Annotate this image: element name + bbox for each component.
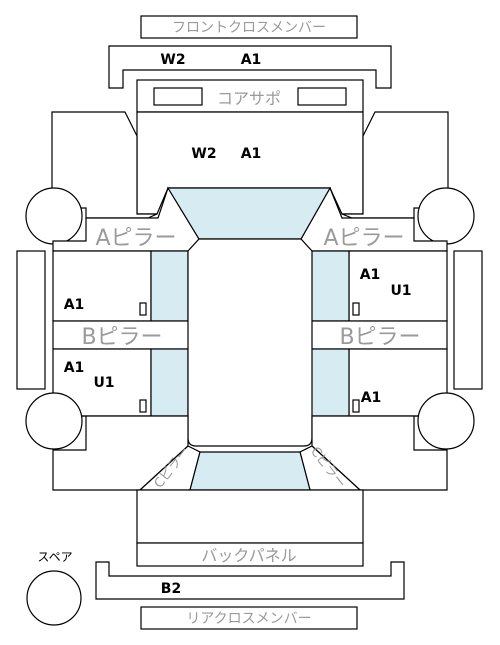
rear-quarter-left[interactable] bbox=[52, 415, 189, 491]
front-cross-member[interactable] bbox=[108, 45, 392, 89]
b-pillar-right-label: Bピラー bbox=[339, 325, 420, 350]
rear-door-left-code-a: A1 bbox=[64, 360, 85, 376]
front-wheel-right[interactable] bbox=[417, 187, 475, 245]
front-door-left[interactable] bbox=[52, 250, 152, 322]
front-cross-member-label-box bbox=[140, 15, 358, 39]
rear-door-left-handle[interactable] bbox=[139, 399, 147, 413]
radiator-support-label: コアサポ bbox=[217, 89, 281, 108]
rear-cross-member-label-box bbox=[140, 606, 358, 630]
back-panel-label: バックパネル bbox=[201, 546, 296, 565]
b-pillar-left-label: Bピラー bbox=[81, 325, 162, 350]
b-pillar-right[interactable] bbox=[309, 320, 448, 350]
b-pillar-left[interactable] bbox=[52, 320, 191, 350]
headlight-right[interactable] bbox=[297, 87, 347, 106]
side-sill-right[interactable] bbox=[453, 250, 483, 390]
front-cross-member-label: フロントクロスメンバー bbox=[172, 20, 326, 36]
rear-cross-member-label: リアクロスメンバー bbox=[186, 611, 311, 627]
front-door-right[interactable] bbox=[348, 250, 448, 322]
a-pillar-right-label: Aピラー bbox=[323, 226, 404, 251]
front-door-right-handle[interactable] bbox=[352, 302, 360, 316]
rear-window-right[interactable] bbox=[310, 348, 350, 417]
rear-door-right-code: A1 bbox=[361, 390, 382, 406]
rear-wheel-right[interactable] bbox=[417, 392, 475, 450]
rear-door-right-handle[interactable] bbox=[352, 399, 360, 413]
headlight-left[interactable] bbox=[153, 87, 203, 106]
front-door-left-code: A1 bbox=[64, 297, 85, 313]
rear-cross-member-code: B2 bbox=[161, 581, 181, 597]
front-window-left[interactable] bbox=[150, 250, 189, 322]
spare-tire-label: スペア bbox=[37, 550, 72, 564]
back-panel[interactable] bbox=[136, 542, 364, 567]
front-door-right-code-a: A1 bbox=[360, 267, 381, 283]
front-door-left-handle[interactable] bbox=[139, 302, 147, 316]
roof[interactable] bbox=[187, 238, 313, 447]
a-pillar-left-label: Aピラー bbox=[95, 226, 176, 251]
rear-door-left-code-u: U1 bbox=[93, 375, 114, 391]
rear-cross-member[interactable] bbox=[95, 561, 405, 600]
front-cross-member-code-a: A1 bbox=[241, 52, 262, 68]
spare-tire[interactable] bbox=[26, 570, 82, 626]
rear-wheel-left[interactable] bbox=[25, 392, 83, 450]
rear-window[interactable] bbox=[189, 451, 311, 491]
front-wheel-left[interactable] bbox=[25, 187, 83, 245]
hood-code-a: A1 bbox=[241, 146, 262, 162]
rear-window-left[interactable] bbox=[150, 348, 189, 417]
trunk-lid[interactable] bbox=[136, 489, 364, 544]
front-cross-member-code-w: W2 bbox=[160, 52, 185, 68]
front-door-right-code-u: U1 bbox=[390, 283, 411, 299]
side-sill-left[interactable] bbox=[16, 250, 46, 390]
front-window-right[interactable] bbox=[310, 250, 350, 322]
hood-code-w: W2 bbox=[191, 146, 216, 162]
